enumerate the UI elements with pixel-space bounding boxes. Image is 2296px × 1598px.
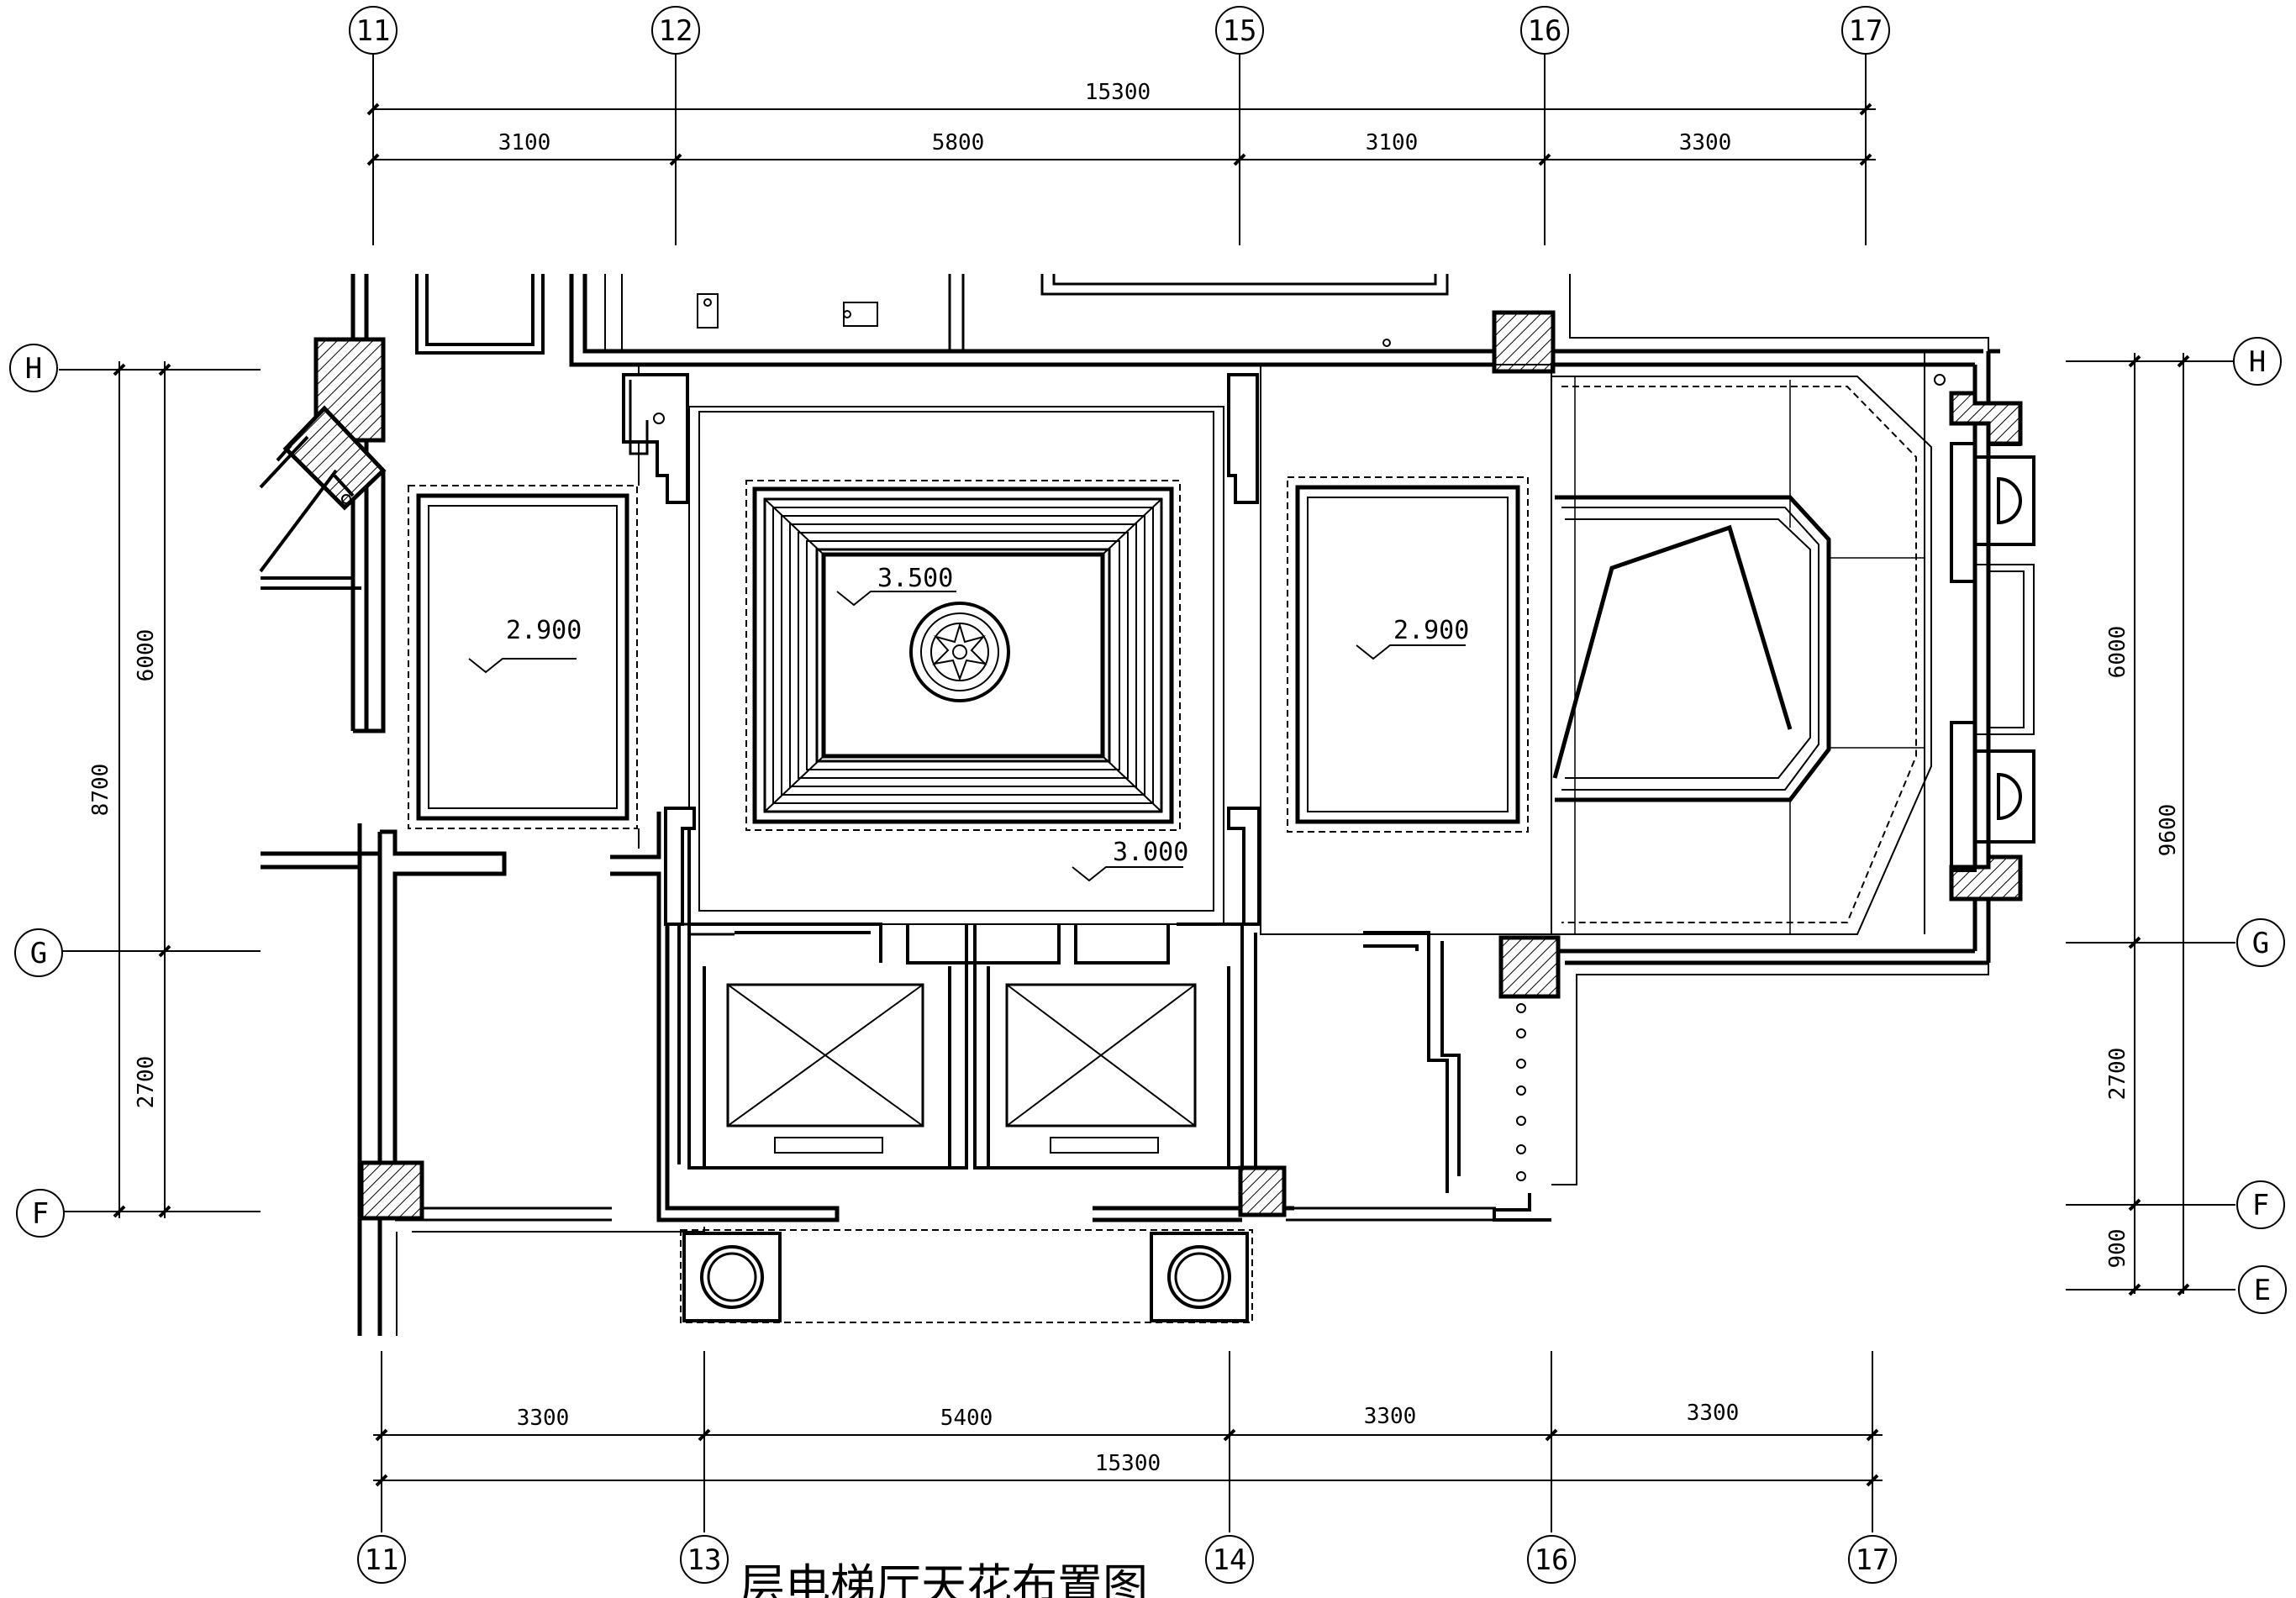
level-value-right: 2.900 <box>1393 616 1469 645</box>
dim-right-seg-2: 2700 <box>2105 1048 2130 1101</box>
dim-top-seg-4: 3300 <box>1679 130 1732 155</box>
left-stair-lines <box>259 435 355 573</box>
axis-bubble-left-G: G <box>14 928 63 977</box>
axis-label: G <box>30 937 47 970</box>
axis-bubble-top-12: 12 <box>651 6 700 55</box>
ceiling-panel-right <box>1260 364 1552 935</box>
dim-bottom-seg-4: 3300 <box>1687 1401 1740 1426</box>
dim-right-total: 9600 <box>2156 804 2181 857</box>
axis-bubble-right-G: G <box>2236 918 2285 967</box>
axis-bubble-top-17: 17 <box>1841 6 1890 55</box>
axis-label: 15 <box>1223 14 1257 48</box>
axis-label: F <box>32 1197 49 1231</box>
dim-top-seg-1: 3100 <box>498 130 551 155</box>
central-coffer <box>745 480 1181 831</box>
dim-bottom-seg-2: 5400 <box>940 1406 993 1431</box>
axis-label: 16 <box>1528 14 1562 48</box>
dim-top-seg-3: 3100 <box>1366 130 1419 155</box>
dim-top-seg-2: 5800 <box>932 130 985 155</box>
axis-bubble-bottom-17: 17 <box>1848 1535 1897 1584</box>
bottom-planters <box>680 1229 1253 1323</box>
ceiling-rosette <box>909 602 1010 702</box>
axis-label: 13 <box>687 1543 722 1577</box>
axis-bubble-top-15: 15 <box>1215 6 1264 55</box>
dim-right-seg-1: 6000 <box>2105 626 2130 679</box>
bottom-dimension-chain <box>373 1351 1883 1532</box>
dim-right-seg-3: 900 <box>2105 1229 2130 1269</box>
level-marker-left: 2.900 <box>468 616 582 674</box>
axis-bubble-bottom-11: 11 <box>357 1535 406 1584</box>
axis-bubble-right-F: F <box>2236 1180 2285 1229</box>
level-value-dome: 3.500 <box>877 564 953 593</box>
axis-label: 16 <box>1535 1543 1569 1577</box>
dot-column <box>1516 1003 1526 1181</box>
level-value-ceiling: 3.000 <box>1113 838 1188 867</box>
octagonal-bay <box>1551 351 1946 935</box>
left-dimension-chain <box>59 361 261 1218</box>
dim-bottom-seg-1: 3300 <box>517 1406 570 1431</box>
axis-label: 12 <box>659 14 693 48</box>
ceiling-panel-left <box>408 485 638 829</box>
elevator-2 <box>1005 983 1197 1154</box>
drawing-title: 层电梯厅天花布置图 <box>740 1559 1148 1598</box>
axis-label: H <box>2249 345 2266 379</box>
hatched-columns <box>282 310 2023 1221</box>
dim-left-seg-1: 6000 <box>134 629 159 682</box>
axis-bubble-top-11: 11 <box>349 6 398 55</box>
level-marker-right: 2.900 <box>1356 616 1469 660</box>
axis-label: E <box>2254 1274 2271 1307</box>
bay-window-pods <box>1950 442 2035 872</box>
axis-bubble-bottom-14: 14 <box>1205 1535 1254 1584</box>
axis-label: G <box>2252 927 2269 960</box>
dim-left-seg-2: 2700 <box>134 1056 159 1109</box>
axis-label: 11 <box>356 14 391 48</box>
level-marker-dome: 3.500 <box>836 564 956 607</box>
axis-label: F <box>2252 1189 2269 1222</box>
right-dimension-chain <box>2066 353 2235 1296</box>
level-marker-ceiling: 3.000 <box>1072 838 1188 882</box>
dim-bottom-seg-3: 3300 <box>1364 1404 1417 1429</box>
axis-label: 11 <box>365 1543 399 1577</box>
axis-bubble-bottom-13: 13 <box>680 1535 729 1584</box>
dim-left-total: 8700 <box>88 764 113 817</box>
axis-label: 14 <box>1213 1543 1247 1577</box>
top-dimension-chain <box>366 52 1876 245</box>
axis-bubble-bottom-16: 16 <box>1527 1535 1576 1584</box>
top-fixtures <box>629 293 1391 455</box>
axis-bubble-left-F: F <box>16 1189 65 1238</box>
axis-label: 17 <box>1856 1543 1890 1577</box>
walls <box>261 274 2021 1336</box>
axis-label: H <box>25 352 42 386</box>
axis-bubble-top-16: 16 <box>1520 6 1569 55</box>
dim-bottom-total: 15300 <box>1095 1451 1161 1476</box>
axis-bubble-right-E: E <box>2238 1265 2287 1314</box>
axis-bubble-right-H: H <box>2233 337 2282 386</box>
dim-top-total: 15300 <box>1085 80 1151 105</box>
elevator-1 <box>726 983 924 1154</box>
axis-label: 17 <box>1849 14 1883 48</box>
level-value-left: 2.900 <box>506 616 582 645</box>
pilasters <box>622 373 1261 926</box>
axis-bubble-left-H: H <box>9 344 58 392</box>
